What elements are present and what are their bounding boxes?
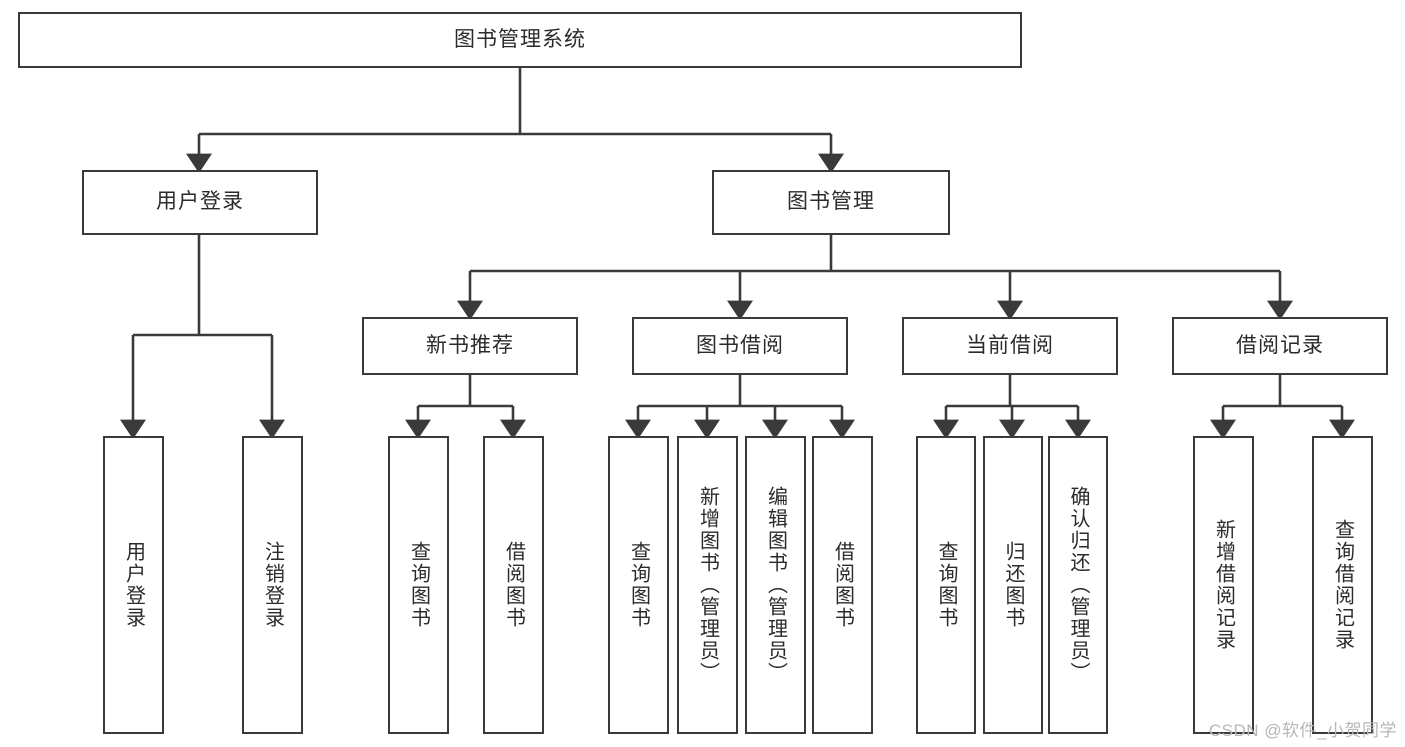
leaf-book-borrow-4-label: 借阅图书	[831, 541, 854, 629]
leaf-user-login-2[interactable]: 注销登录	[242, 436, 303, 734]
node-current-borrow-label: 当前借阅	[966, 333, 1054, 357]
leaf-current-borrow-2[interactable]: 归还图书	[983, 436, 1043, 734]
node-user-login-label: 用户登录	[156, 190, 244, 214]
leaf-borrow-record-1[interactable]: 新增借阅记录	[1193, 436, 1254, 734]
leaf-current-borrow-1[interactable]: 查询图书	[916, 436, 976, 734]
leaf-borrow-record-2[interactable]: 查询借阅记录	[1312, 436, 1373, 734]
leaf-current-borrow-3[interactable]: 确认归还（管理员）	[1048, 436, 1108, 734]
leaf-book-borrow-3-label: 编辑图书（管理员）	[764, 486, 787, 684]
node-user-login[interactable]: 用户登录	[82, 170, 318, 235]
leaf-new-book-2[interactable]: 借阅图书	[483, 436, 544, 734]
leaf-new-book-1-label: 查询图书	[407, 541, 430, 629]
node-book-manage-label: 图书管理	[787, 190, 875, 214]
node-root[interactable]: 图书管理系统	[18, 12, 1022, 68]
leaf-book-borrow-1[interactable]: 查询图书	[608, 436, 669, 734]
watermark: CSDN @软件_小贺同学	[1208, 721, 1397, 740]
node-current-borrow[interactable]: 当前借阅	[902, 317, 1118, 375]
node-borrow-record[interactable]: 借阅记录	[1172, 317, 1388, 375]
node-book-manage[interactable]: 图书管理	[712, 170, 950, 235]
leaf-borrow-record-1-label: 新增借阅记录	[1212, 519, 1235, 651]
node-root-label: 图书管理系统	[454, 27, 586, 51]
node-book-borrow[interactable]: 图书借阅	[632, 317, 848, 375]
leaf-user-login-1[interactable]: 用户登录	[103, 436, 164, 734]
leaf-book-borrow-4[interactable]: 借阅图书	[812, 436, 873, 734]
leaf-current-borrow-2-label: 归还图书	[1002, 541, 1024, 629]
leaf-new-book-1[interactable]: 查询图书	[388, 436, 449, 734]
leaf-user-login-1-label: 用户登录	[122, 541, 145, 629]
leaf-book-borrow-1-label: 查询图书	[627, 541, 650, 629]
leaf-new-book-2-label: 借阅图书	[502, 541, 525, 629]
leaf-current-borrow-1-label: 查询图书	[935, 541, 957, 629]
node-new-book-recommend-label: 新书推荐	[426, 333, 514, 357]
leaf-book-borrow-3[interactable]: 编辑图书（管理员）	[745, 436, 806, 734]
leaf-current-borrow-3-label: 确认归还（管理员）	[1067, 486, 1089, 684]
leaf-book-borrow-2[interactable]: 新增图书（管理员）	[677, 436, 738, 734]
leaf-user-login-2-label: 注销登录	[261, 541, 284, 629]
node-new-book-recommend[interactable]: 新书推荐	[362, 317, 578, 375]
node-borrow-record-label: 借阅记录	[1236, 333, 1324, 357]
leaf-borrow-record-2-label: 查询借阅记录	[1331, 519, 1354, 651]
node-book-borrow-label: 图书借阅	[696, 333, 784, 357]
leaf-book-borrow-2-label: 新增图书（管理员）	[696, 486, 719, 684]
